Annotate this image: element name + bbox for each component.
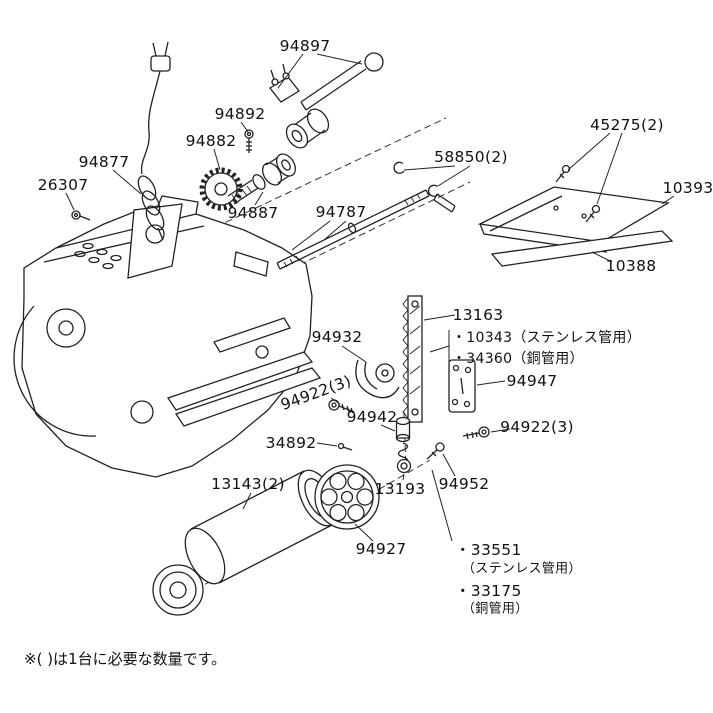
handle-assembly bbox=[269, 52, 384, 149]
part-label-13143: 13143(2) bbox=[211, 475, 285, 493]
part-13163-bar bbox=[402, 295, 423, 423]
part-94927-disc bbox=[314, 464, 380, 530]
part-94882-gear bbox=[199, 167, 243, 211]
part-label-94952: 94952 bbox=[438, 475, 490, 493]
part-label-94942: 94942 bbox=[346, 408, 398, 426]
part-roller-end-disc bbox=[152, 564, 204, 616]
part-94932-guide bbox=[355, 359, 400, 399]
part-label-94897: 94897 bbox=[279, 37, 331, 55]
machine-body bbox=[13, 195, 322, 478]
part-94787-rod bbox=[276, 189, 456, 270]
part-label-33551: ・33551 bbox=[455, 541, 522, 559]
part-94892-screw bbox=[244, 129, 254, 153]
part-label-34892: 34892 bbox=[265, 434, 317, 452]
part-94942-cylinder bbox=[395, 416, 411, 465]
part-label-10388: 10388 bbox=[605, 257, 657, 275]
part-94922-screw-right bbox=[462, 426, 490, 440]
part-label-33551-note: （ステンレス管用） bbox=[462, 561, 582, 577]
part-label-33175-note: （銅管用） bbox=[462, 601, 529, 617]
part-label-58850: 58850(2) bbox=[434, 148, 508, 166]
part-label-13163: 13163 bbox=[452, 306, 504, 324]
grip-dots bbox=[74, 242, 122, 270]
part-58850-clips bbox=[393, 161, 440, 197]
leader-lines bbox=[65, 53, 675, 542]
part-label-94787: 94787 bbox=[315, 203, 367, 221]
part-label-94882: 94882 bbox=[185, 132, 237, 150]
part-10388-strip bbox=[490, 230, 674, 267]
part-label-94947: 94947 bbox=[506, 372, 558, 390]
part-label-94932: 94932 bbox=[311, 328, 363, 346]
part-label-34360: ・34360（銅管用） bbox=[452, 351, 584, 367]
part-26307-screw bbox=[71, 210, 91, 221]
part-label-94877: 94877 bbox=[78, 153, 130, 171]
power-cord bbox=[137, 41, 171, 241]
footnote: ※( )は1台に必要な数量です。 bbox=[24, 650, 227, 668]
part-label-26307: 26307 bbox=[37, 176, 89, 194]
part-label-94927: 94927 bbox=[355, 540, 407, 558]
part-label-13193: 13193 bbox=[374, 480, 426, 498]
part-34892-pin bbox=[337, 442, 353, 451]
part-label-10343: ・10343（ステンレス管用） bbox=[452, 330, 642, 346]
part-94947-plate bbox=[448, 359, 476, 413]
part-label-33175: ・33175 bbox=[455, 582, 522, 600]
part-label-94887: 94887 bbox=[227, 204, 279, 222]
part-label-45275: 45275(2) bbox=[590, 116, 664, 134]
part-label-94892: 94892 bbox=[214, 105, 266, 123]
part-94887-shaft bbox=[227, 153, 297, 205]
part-13193-ring bbox=[396, 458, 412, 474]
part-94922-screw-left bbox=[328, 399, 355, 414]
part-94952-screw bbox=[426, 442, 445, 460]
part-label-10393: 10393 bbox=[662, 179, 713, 197]
part-label-94922-right: 94922(3) bbox=[500, 418, 574, 436]
